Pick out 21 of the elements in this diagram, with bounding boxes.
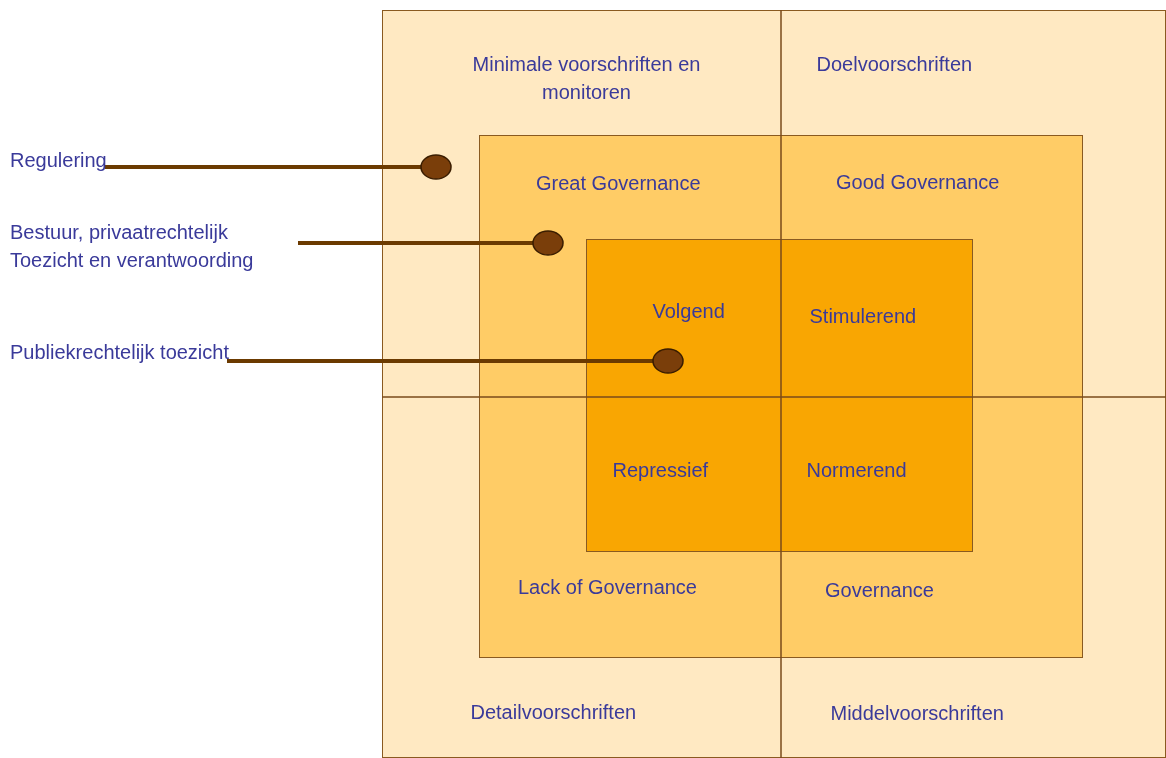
quadrant-label: Governance <box>825 578 934 603</box>
quadrant-label: Stimulerend <box>809 303 917 329</box>
quadrant-label: Normerend <box>806 457 907 483</box>
layer-label: Bestuur, privaatrechtelijk Toezicht en verantwoording <box>10 218 300 274</box>
square-panel <box>478 134 1083 658</box>
leader-line <box>227 348 684 374</box>
quadrant-label: Lack of Governance <box>518 575 697 600</box>
quadrant-label: Minimale voorschriften en monitoren <box>471 51 702 105</box>
square-panel <box>382 10 1166 758</box>
layer-label: Regulering <box>10 146 107 174</box>
quadrant-label: Detailvoorschriften <box>470 699 637 725</box>
leader-line <box>105 154 452 180</box>
quadrant-label: Good Governance <box>836 170 1000 195</box>
square-panel <box>586 239 973 552</box>
quadrant-label: Great Governance <box>536 171 701 196</box>
quadrant-label: Middelvoorschriften <box>830 700 1004 726</box>
quadrant-label: Repressief <box>612 457 709 483</box>
quadrant-label: Volgend <box>652 298 725 324</box>
layer-label: Publiekrechtelijk toezicht <box>10 338 229 366</box>
quadrant-label: Doelvoorschriften <box>816 51 973 77</box>
leader-line <box>298 230 564 256</box>
